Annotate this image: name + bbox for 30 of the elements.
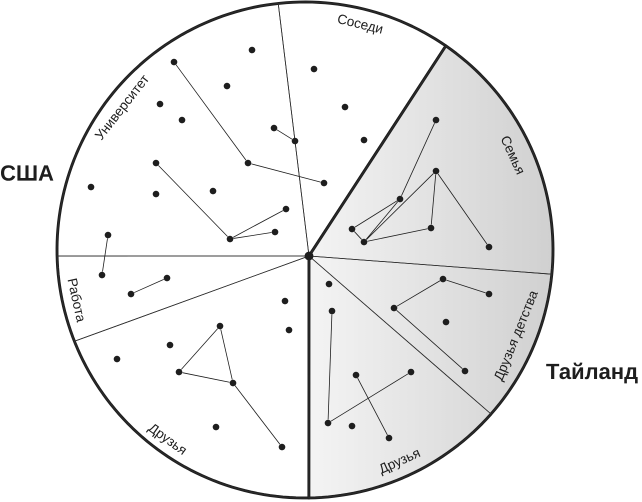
connecting-line — [354, 200, 398, 228]
connecting-line — [250, 163, 322, 182]
connecting-line — [134, 279, 164, 293]
connecting-line — [102, 238, 108, 272]
node-label: США — [0, 165, 54, 181]
connecting-line — [396, 310, 463, 370]
connecting-line — [446, 280, 486, 294]
connecting-line — [401, 122, 435, 196]
connecting-line — [330, 373, 408, 422]
connecting-line — [367, 228, 428, 242]
connecting-line — [354, 231, 362, 240]
connecting-line — [438, 173, 488, 245]
connecting-line — [234, 385, 280, 445]
connecting-line — [357, 378, 388, 436]
connecting-line — [232, 210, 284, 238]
connecting-line — [158, 165, 228, 237]
connecting-line — [180, 328, 218, 370]
connecting-line — [366, 201, 398, 240]
pie-sector: Семья — [308, 45, 554, 275]
connecting-line — [233, 232, 272, 239]
connecting-line — [396, 280, 440, 307]
connecting-line — [176, 64, 246, 161]
connecting-line — [366, 173, 434, 240]
connecting-line — [182, 372, 230, 383]
pie-sector: Соседи — [278, 2, 446, 256]
connecting-line — [220, 329, 233, 380]
connecting-line — [276, 129, 292, 140]
connecting-line — [328, 314, 332, 420]
pie-sector: Работа — [56, 256, 310, 342]
connecting-line — [430, 174, 436, 225]
